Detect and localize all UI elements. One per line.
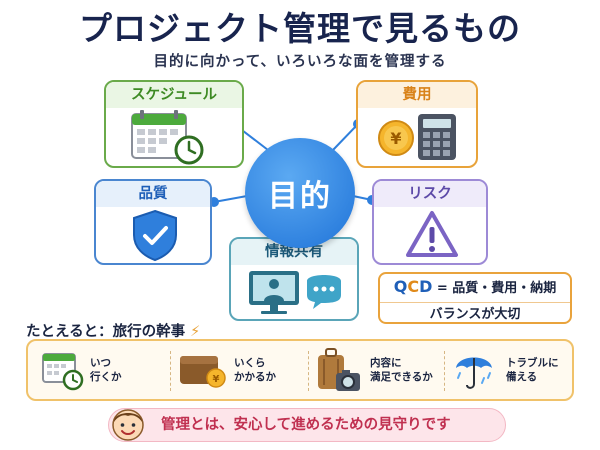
divider [308,351,309,391]
qcd-balance: バランスが大切 [429,307,521,322]
example-line: 備える [506,371,538,383]
example-line: いつ [90,357,111,369]
qcd-d: D [419,277,433,296]
example-box: いつ 行くか ¥ いくら かかるか 内容に 満足できるか [26,339,574,401]
quality-card-title: 品質 [96,181,210,207]
example-item-when: いつ 行くか [40,341,122,399]
divider [444,351,445,391]
example-item-text: いくら かかるか [234,356,276,384]
schedule-card-title: スケジュール [106,82,242,108]
coin-calculator-icon: ¥ [378,114,456,160]
wallet-icon: ¥ [180,356,226,388]
shield-check-icon [133,209,177,262]
qcd-q: Q [393,277,408,296]
purpose-hub: 目的 [245,138,355,248]
page-title: プロジェクト管理で見るもの [79,9,521,48]
qcd-c: C [407,277,420,296]
example-item-text: トラブルに 備える [506,356,559,384]
example-item-text: いつ 行くか [90,356,122,384]
qcd-box: QCD = 品質・費用・納期 バランスが大切 [378,272,572,324]
example-line: かかるか [234,371,276,383]
monitor-chat-icon [249,271,341,314]
page-subtitle: 目的に向かって、いろいろな面を管理する [153,54,447,70]
risk-card-title: リスク [374,181,486,207]
hub-label: 目的 [268,179,332,214]
suitcase-camera-icon [318,348,360,391]
yen-symbol: ¥ [213,374,220,385]
quality-card: 品質 [94,179,212,265]
example-line: トラブルに [506,357,559,369]
summary-banner: 管理とは、安心して進めるための見守りです [108,408,506,442]
yen-symbol: ¥ [390,129,401,148]
schedule-card: スケジュール [104,80,244,168]
example-item-text: 内容に 満足できるか [370,356,433,384]
example-item-cost: ¥ いくら かかるか [178,341,276,399]
example-line: いくら [234,357,266,369]
example-line: 行くか [90,371,122,383]
qcd-equation-row: QCD = 品質・費用・納期 [380,274,570,303]
cost-card-title: 費用 [358,82,476,108]
sparkle-icon: ⚡ [190,324,201,340]
qcd-equation: = 品質・費用・納期 [436,281,557,296]
example-label: たとえると：旅行の幹事 ⚡ [26,320,200,341]
warning-icon [406,211,458,257]
example-item-trouble: トラブルに 備える [452,341,559,399]
risk-card: リスク [372,179,488,265]
umbrella-rain-icon [456,357,492,389]
smile-face-icon [112,409,144,441]
banner-text: 管理とは、安心して進めるための見守りです [161,417,451,433]
example-line: 満足できるか [370,371,433,383]
info-sharing-card: 情報共有 [229,237,359,321]
calendar-clock-icon [42,353,84,391]
example-item-satisfaction: 内容に 満足できるか [314,341,433,399]
calendar-clock-icon [131,110,204,165]
example-label-text: たとえると：旅行の幹事 [26,324,186,340]
example-line: 内容に [370,357,402,369]
cost-card: 費用 ¥ [356,80,478,168]
divider [170,351,171,391]
